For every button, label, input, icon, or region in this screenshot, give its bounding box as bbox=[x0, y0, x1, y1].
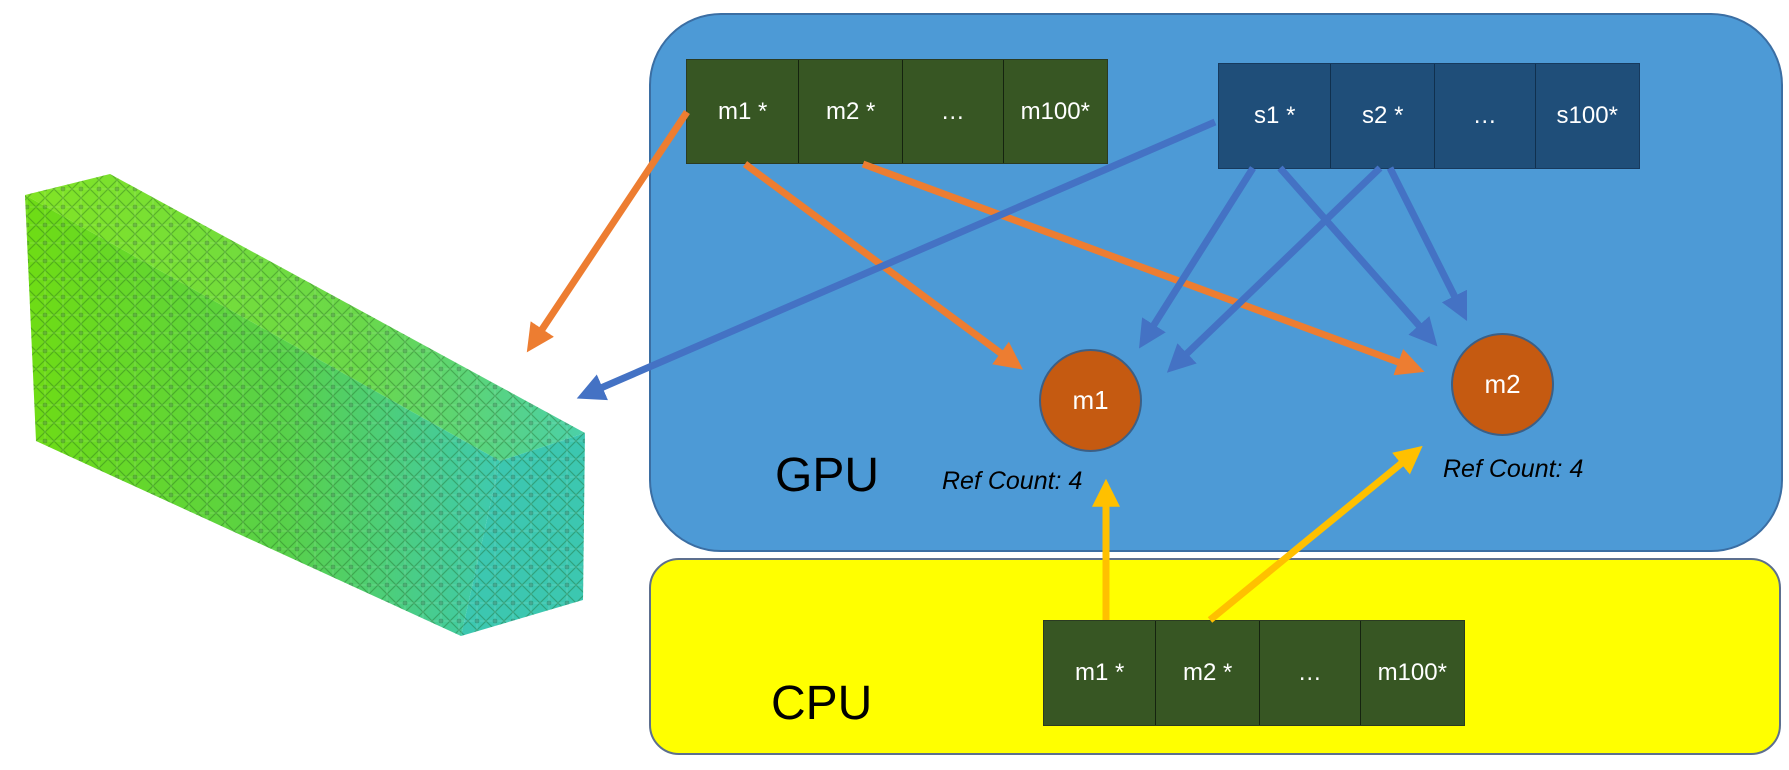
gpu-m-cell-1: m1 * bbox=[687, 60, 800, 163]
cpu-m-cell-1: m1 * bbox=[1044, 621, 1157, 725]
gpu-label: GPU bbox=[775, 449, 880, 502]
gpu-s-cell-ellipsis: … bbox=[1434, 64, 1536, 168]
gpu-m-cell-2: m2 * bbox=[799, 60, 903, 163]
gpu-s-cell-100: s100* bbox=[1535, 64, 1639, 168]
cpu-label: CPU bbox=[771, 677, 873, 730]
gpu-m-cell-ellipsis: … bbox=[902, 60, 1004, 163]
cpu-m-cell-2: m2 * bbox=[1156, 621, 1260, 725]
gpu-m-cell-100: m100* bbox=[1003, 60, 1107, 163]
gpu-s-cell-2: s2 * bbox=[1331, 64, 1435, 168]
cpu-material-pointer-array: m1 * m2 * … m100* bbox=[1043, 620, 1465, 726]
gpu-material-pointer-array: m1 * m2 * … m100* bbox=[686, 59, 1108, 164]
material-node-m2: m2 bbox=[1451, 333, 1554, 436]
cpu-m-cell-ellipsis: … bbox=[1259, 621, 1361, 725]
gpu-section-pointer-array: s1 * s2 * … s100* bbox=[1218, 63, 1640, 169]
gpu-s-cell-1: s1 * bbox=[1219, 64, 1332, 168]
ref-count-m2: Ref Count: 4 bbox=[1443, 455, 1584, 483]
material-node-m1: m1 bbox=[1039, 349, 1142, 452]
ref-count-m1: Ref Count: 4 bbox=[942, 467, 1083, 495]
cpu-m-cell-100: m100* bbox=[1360, 621, 1464, 725]
